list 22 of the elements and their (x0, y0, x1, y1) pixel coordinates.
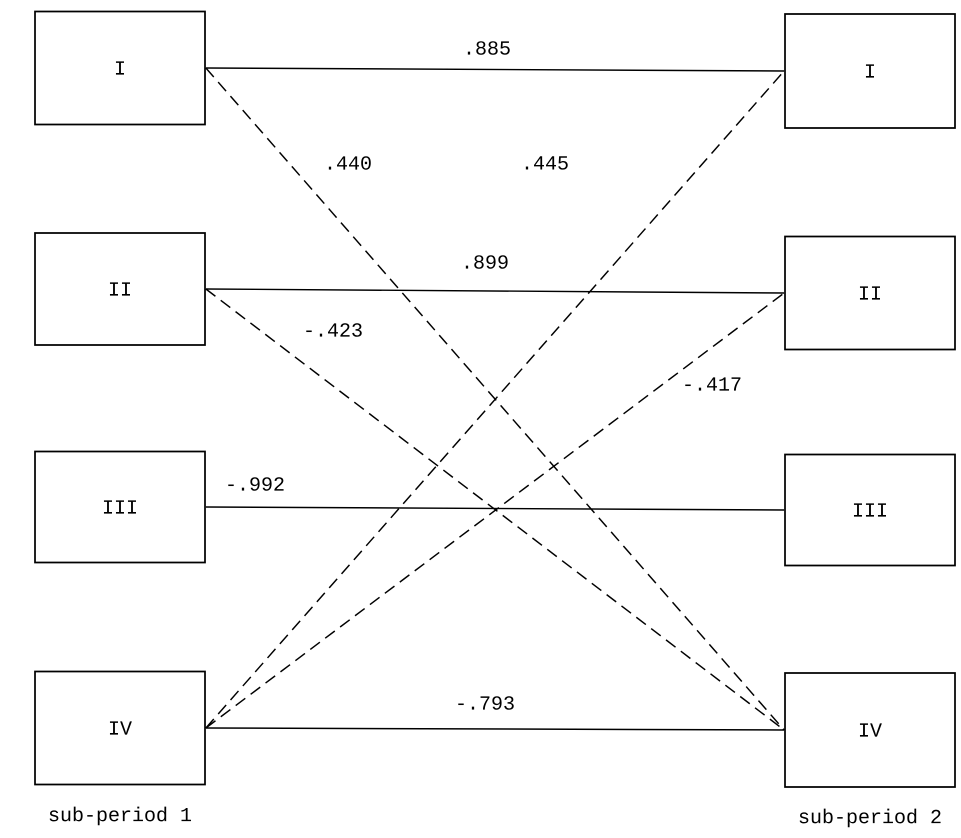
box: IV (784, 672, 956, 788)
connector-line (206, 67, 784, 72)
edge-label: -.423 (302, 322, 364, 338)
connector-line (206, 288, 784, 294)
box: II (34, 232, 206, 346)
edge-label: .885 (462, 40, 512, 56)
edge-label: .440 (322, 154, 374, 172)
edge-label: -.793 (454, 694, 516, 712)
edge-label: .899 (460, 254, 510, 270)
box: I (784, 13, 956, 129)
edge-label: -.417 (680, 376, 744, 392)
box: I (34, 10, 206, 126)
column-caption: sub-period 2 (800, 808, 941, 828)
connector-line (206, 506, 784, 511)
box: III (34, 450, 206, 564)
edge-label: .445 (520, 154, 570, 171)
box: III (784, 454, 956, 566)
edge-label: -.992 (224, 476, 286, 492)
box: II (784, 236, 956, 350)
column-caption: sub-period 1 (50, 806, 191, 826)
connector-line (206, 727, 784, 731)
box: IV (34, 670, 206, 786)
